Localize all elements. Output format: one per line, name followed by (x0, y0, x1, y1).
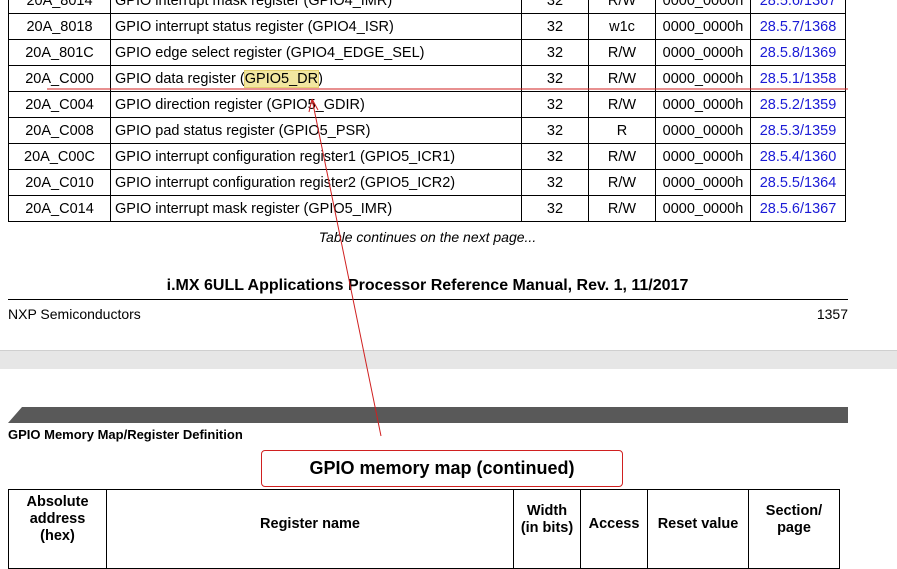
register-name-cell: GPIO interrupt status register (GPIO4_IS… (110, 13, 522, 40)
reset-value-cell: 0000_0000h (655, 143, 751, 170)
address-cell: 20A_C014 (8, 195, 111, 222)
section-link[interactable]: 28.5.7/1368 (750, 13, 846, 40)
section-link[interactable]: 28.5.6/1367 (750, 195, 846, 222)
header-width: Width (in bits) (513, 489, 581, 569)
header-width-line: (in bits) (520, 520, 574, 536)
table-row: 20A_8014 GPIO interrupt mask register (G… (8, 0, 846, 14)
table-row: 20A_C008 GPIO pad status register (GPIO5… (8, 117, 846, 144)
reset-value-cell: 0000_0000h (655, 117, 751, 144)
access-cell: w1c (588, 13, 656, 40)
section-link[interactable]: 28.5.6/1367 (750, 0, 846, 14)
address-cell: 20A_C010 (8, 169, 111, 196)
table-row: 20A_C00C GPIO interrupt configuration re… (8, 143, 846, 170)
register-name-cell: GPIO interrupt mask register (GPIO5_IMR) (110, 195, 522, 222)
address-cell: 20A_C004 (8, 91, 111, 118)
address-cell: 20A_8018 (8, 13, 111, 40)
document-page-upper: 20A_8014 GPIO interrupt mask register (G… (8, 0, 848, 322)
register-name-suffix: ) (318, 70, 323, 87)
table-continues-note: Table continues on the next page... (318, 229, 537, 245)
address-cell: 20A_C00C (8, 143, 111, 170)
register-table-header: Absolute address (hex) Register name Wid… (8, 489, 840, 569)
header-row: Absolute address (hex) Register name Wid… (8, 489, 840, 569)
address-cell: 20A_801C (8, 39, 111, 66)
width-cell: 32 (521, 169, 589, 196)
access-cell: R/W (588, 39, 656, 66)
width-cell: 32 (521, 65, 589, 92)
reset-value-cell: 0000_0000h (655, 13, 751, 40)
table-row: 20A_C014 GPIO interrupt mask register (G… (8, 195, 846, 222)
address-cell: 20A_C000 (8, 65, 111, 92)
section-link[interactable]: 28.5.1/1358 (750, 65, 846, 92)
table-row: 20A_8018 GPIO interrupt status register … (8, 13, 846, 40)
table-row: 20A_C004 GPIO direction register (GPIO5_… (8, 91, 846, 118)
table-row: 20A_C010 GPIO interrupt configuration re… (8, 169, 846, 196)
access-cell: R/W (588, 195, 656, 222)
register-name-cell: GPIO data register (GPIO5_DR) (110, 65, 522, 92)
width-cell: 32 (521, 39, 589, 66)
section-header-bar (8, 407, 848, 423)
header-address-line: address (29, 511, 86, 527)
register-name-cell: GPIO pad status register (GPIO5_PSR) (110, 117, 522, 144)
width-cell: 32 (521, 0, 589, 14)
section-link[interactable]: 28.5.4/1360 (750, 143, 846, 170)
register-name-cell: GPIO direction register (GPIO5_GDIR) (110, 91, 522, 118)
page-separator (0, 350, 897, 369)
register-name-prefix: GPIO data register ( (115, 70, 245, 87)
table-row: 20A_801C GPIO edge select register (GPIO… (8, 39, 846, 66)
width-cell: 32 (521, 143, 589, 170)
address-cell: 20A_8014 (8, 0, 111, 14)
footer-company: NXP Semiconductors (8, 306, 141, 322)
header-width-line: Width (526, 503, 568, 519)
access-cell: R/W (588, 169, 656, 196)
header-absolute-address: Absolute address (hex) (8, 489, 107, 569)
width-cell: 32 (521, 195, 589, 222)
reset-value-cell: 0000_0000h (655, 39, 751, 66)
access-cell: R/W (588, 91, 656, 118)
access-cell: R/W (588, 143, 656, 170)
width-cell: 32 (521, 91, 589, 118)
header-register-name: Register name (106, 489, 514, 569)
access-cell: R (588, 117, 656, 144)
header-address-line: (hex) (40, 528, 75, 544)
section-link[interactable]: 28.5.8/1369 (750, 39, 846, 66)
width-cell: 32 (521, 13, 589, 40)
header-access: Access (580, 489, 648, 569)
address-cell: 20A_C008 (8, 117, 111, 144)
header-reset-value: Reset value (647, 489, 749, 569)
reset-value-cell: 0000_0000h (655, 0, 751, 14)
header-section-page: Section/ page (748, 489, 840, 569)
section-link[interactable]: 28.5.3/1359 (750, 117, 846, 144)
section-link[interactable]: 28.5.2/1359 (750, 91, 846, 118)
register-name-cell: GPIO interrupt configuration register1 (… (110, 143, 522, 170)
access-cell: R/W (588, 0, 656, 14)
table-row: 20A_C000 GPIO data register (GPIO5_DR) 3… (8, 65, 846, 92)
reset-value-cell: 0000_0000h (655, 169, 751, 196)
width-cell: 32 (521, 117, 589, 144)
header-section-line: page (777, 520, 811, 536)
register-name-cell: GPIO interrupt mask register (GPIO4_IMR) (110, 0, 522, 14)
register-table: 20A_8014 GPIO interrupt mask register (G… (8, 0, 846, 222)
footer-page-number: 1357 (816, 306, 848, 322)
reset-value-cell: 0000_0000h (655, 195, 751, 222)
register-name-cell: GPIO edge select register (GPIO4_EDGE_SE… (110, 39, 522, 66)
reset-value-cell: 0000_0000h (655, 65, 751, 92)
highlighted-register-name: GPIO5_DR (243, 69, 320, 88)
footer-divider (8, 299, 848, 300)
callout-box-title: GPIO memory map (continued) (261, 450, 623, 487)
header-address-line: Absolute (26, 494, 89, 510)
access-cell: R/W (588, 65, 656, 92)
register-name-cell: GPIO interrupt configuration register2 (… (110, 169, 522, 196)
reset-value-cell: 0000_0000h (655, 91, 751, 118)
header-section-line: Section/ (765, 503, 823, 519)
manual-title-footer: i.MX 6ULL Applications Processor Referen… (166, 277, 689, 294)
section-heading: GPIO Memory Map/Register Definition (8, 427, 243, 442)
section-link[interactable]: 28.5.5/1364 (750, 169, 846, 196)
